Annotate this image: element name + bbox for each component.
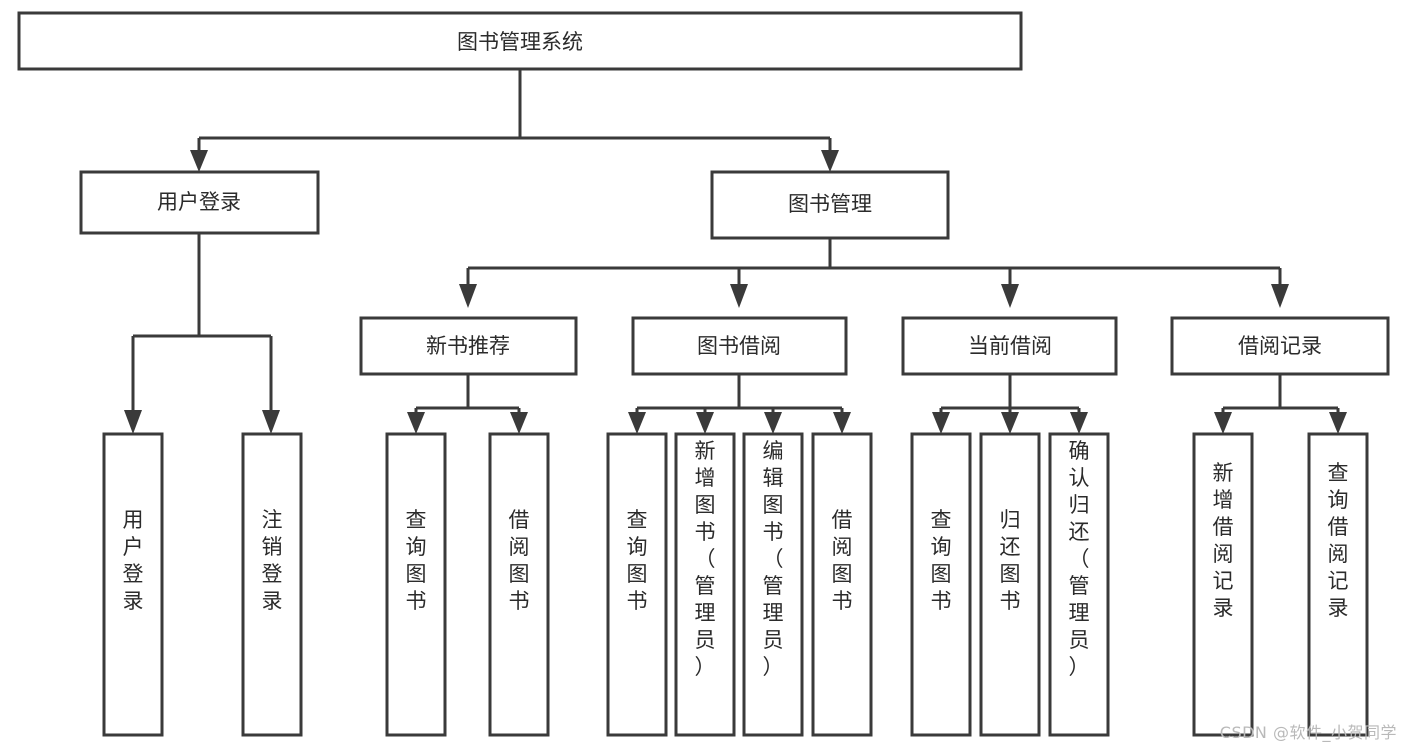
leaf-user-login-box[interactable]: [102, 432, 164, 737]
connector-group-book-borrow: [628, 374, 851, 434]
csdn-watermark: CSDN @软件_小贺同学: [1219, 723, 1397, 742]
leaf-borrow-book-1-box[interactable]: [488, 432, 550, 737]
arrow-head-new-book-recommend: [459, 284, 477, 308]
arrow-head-leaf-borrow-book-1: [510, 412, 528, 434]
node-book-borrow-box[interactable]: [631, 316, 848, 376]
leaf-edit-book[interactable]: 编辑图书（管理员）: [742, 432, 804, 737]
connector-group-root: [190, 69, 839, 172]
leaf-add-book-box[interactable]: [674, 432, 736, 737]
node-root-label: 图书管理系统: [457, 30, 583, 54]
leaf-add-record[interactable]: 新增借阅记录: [1192, 432, 1254, 737]
leaf-query-record-box[interactable]: [1307, 432, 1369, 737]
leaf-query-book-3-label: 查询图书: [931, 508, 952, 613]
node-book-management[interactable]: 图书管理: [710, 170, 950, 240]
leaf-borrow-book-2[interactable]: 借阅图书: [811, 432, 873, 737]
arrow-head-leaf-query-book-3: [932, 412, 950, 434]
node-book-management-label: 图书管理: [788, 192, 872, 216]
arrow-head-leaf-query-record: [1329, 412, 1347, 434]
leaf-confirm-return[interactable]: 确认归还（管理员）: [1048, 432, 1110, 737]
node-current-borrow[interactable]: 当前借阅: [901, 316, 1118, 376]
node-new-book-recommend-box[interactable]: [359, 316, 578, 376]
leaf-confirm-return-label: 确认归还（管理员）: [1069, 439, 1090, 679]
arrow-head-leaf-add-record: [1214, 412, 1232, 434]
node-book-borrow-label: 图书借阅: [697, 334, 781, 358]
arrow-head-leaf-user-login: [124, 410, 142, 434]
arrow-head-leaf-add-book: [696, 412, 714, 434]
leaf-query-book-1[interactable]: 查询图书: [385, 432, 447, 737]
arrow-head-user-login: [190, 150, 208, 172]
leaf-user-login[interactable]: 用户登录: [102, 432, 164, 737]
leaf-return-book-label: 归还图书: [1000, 508, 1021, 613]
node-root[interactable]: 图书管理系统: [17, 11, 1023, 71]
node-borrow-record-label: 借阅记录: [1238, 334, 1322, 358]
leaf-confirm-return-box[interactable]: [1048, 432, 1110, 737]
node-user-login-label: 用户登录: [157, 190, 241, 214]
leaf-query-book-3[interactable]: 查询图书: [910, 432, 972, 737]
leaf-add-record-label: 新增借阅记录: [1213, 461, 1234, 620]
arrow-head-leaf-borrow-book-2: [833, 412, 851, 434]
arrow-head-leaf-edit-book: [764, 412, 782, 434]
leaf-edit-book-label: 编辑图书（管理员）: [763, 439, 784, 679]
leaf-query-book-1-label: 查询图书: [406, 508, 427, 613]
node-user-login[interactable]: 用户登录: [79, 170, 320, 235]
leaf-query-book-2[interactable]: 查询图书: [606, 432, 668, 737]
leaf-borrow-book-2-box[interactable]: [811, 432, 873, 737]
arrow-head-leaf-query-book-1: [407, 412, 425, 434]
leaf-query-book-3-box[interactable]: [910, 432, 972, 737]
connector-group-new-book-recommend: [407, 374, 528, 434]
leaf-add-record-box[interactable]: [1192, 432, 1254, 737]
node-book-management-box[interactable]: [710, 170, 950, 240]
arrow-head-leaf-confirm-return: [1070, 412, 1088, 434]
leaf-borrow-book-2-label: 借阅图书: [832, 508, 853, 613]
arrow-head-leaf-query-book-2: [628, 412, 646, 434]
arrow-head-current-borrow: [1001, 284, 1019, 308]
node-new-book-recommend-label: 新书推荐: [426, 334, 510, 358]
connector-group-user-login: [124, 233, 280, 434]
node-book-borrow[interactable]: 图书借阅: [631, 316, 848, 376]
node-borrow-record-box[interactable]: [1170, 316, 1390, 376]
leaf-user-logout-label: 注销登录: [262, 508, 283, 613]
leaf-query-record-label: 查询借阅记录: [1328, 461, 1349, 620]
leaf-add-book[interactable]: 新增图书（管理员）: [674, 432, 736, 737]
node-user-login-box[interactable]: [79, 170, 320, 235]
node-current-borrow-label: 当前借阅: [968, 334, 1052, 358]
leaf-return-book-box[interactable]: [979, 432, 1041, 737]
leaf-user-logout[interactable]: 注销登录: [241, 432, 303, 737]
leaf-query-record[interactable]: 查询借阅记录: [1307, 432, 1369, 737]
leaf-user-logout-box[interactable]: [241, 432, 303, 737]
leaf-borrow-book-1[interactable]: 借阅图书: [488, 432, 550, 737]
leaf-edit-book-box[interactable]: [742, 432, 804, 737]
leaf-borrow-book-1-label: 借阅图书: [509, 508, 530, 613]
node-borrow-record[interactable]: 借阅记录: [1170, 316, 1390, 376]
arrow-head-book-management: [821, 150, 839, 172]
arrow-head-book-borrow: [730, 284, 748, 308]
arrow-head-borrow-record: [1271, 284, 1289, 308]
arrow-head-leaf-user-logout: [262, 410, 280, 434]
leaf-user-login-label: 用户登录: [123, 508, 144, 613]
connector-group-book-management: [459, 238, 1289, 308]
node-new-book-recommend[interactable]: 新书推荐: [359, 316, 578, 376]
leaf-query-book-2-box[interactable]: [606, 432, 668, 737]
leaf-return-book[interactable]: 归还图书: [979, 432, 1041, 737]
leaf-add-book-label: 新增图书（管理员）: [695, 439, 716, 679]
node-root-box[interactable]: [17, 11, 1023, 71]
leaf-query-book-1-box[interactable]: [385, 432, 447, 737]
connector-group-borrow-record: [1214, 374, 1347, 434]
node-current-borrow-box[interactable]: [901, 316, 1118, 376]
connector-group-current-borrow: [932, 374, 1088, 434]
leaf-query-book-2-label: 查询图书: [627, 508, 648, 613]
arrow-head-leaf-return-book: [1001, 412, 1019, 434]
